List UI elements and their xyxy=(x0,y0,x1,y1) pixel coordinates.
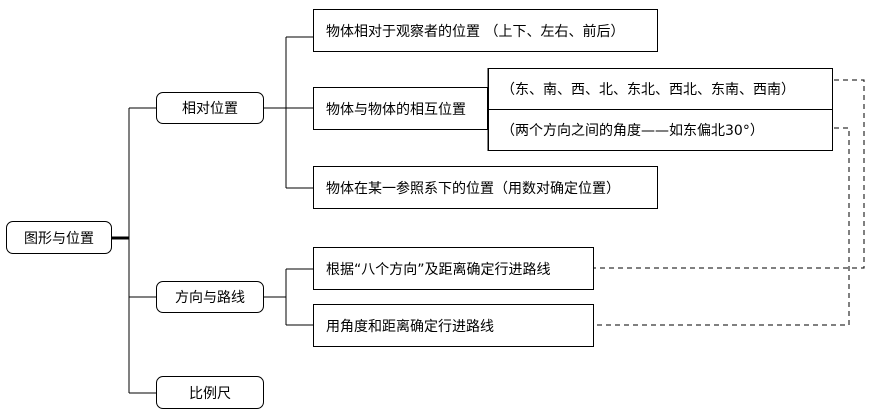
mutual-directions-text: （东、南、西、北、东北、西北、东南、西南） xyxy=(501,82,795,98)
root-node: 图形与位置 xyxy=(6,221,112,254)
reference-position-text: 物体在某一参照系下的位置（用数对确定位置） xyxy=(326,180,620,197)
mutual-angle-text: （两个方向之间的角度——如东偏北30°） xyxy=(501,123,764,139)
angle-distance-box: 用角度和距离确定行进路线 xyxy=(313,304,594,347)
dashed-link-directions xyxy=(594,79,865,269)
observer-position-box: 物体相对于观察者的位置 （上下、左右、前后） xyxy=(313,9,658,52)
dashed-link-angle xyxy=(594,127,850,326)
mutual-directions-box: （东、南、西、北、东北、西北、东南、西南） xyxy=(488,68,833,110)
relative-position-node: 相对位置 xyxy=(156,92,264,124)
direction-route-label: 方向与路线 xyxy=(175,290,245,306)
mutual-position-box: 物体与物体的相互位置 xyxy=(313,87,488,130)
relative-position-label: 相对位置 xyxy=(182,101,238,117)
angle-distance-text: 用角度和距离确定行进路线 xyxy=(326,318,494,335)
mutual-position-text: 物体与物体的相互位置 xyxy=(326,101,466,118)
scale-label: 比例尺 xyxy=(189,385,231,402)
eight-directions-text: 根据“八个方向”及距离确定行进路线 xyxy=(326,261,551,278)
direction-route-node: 方向与路线 xyxy=(156,281,264,313)
reference-position-box: 物体在某一参照系下的位置（用数对确定位置） xyxy=(313,166,658,209)
scale-node: 比例尺 xyxy=(156,376,264,409)
root-label: 图形与位置 xyxy=(24,230,94,247)
mutual-angle-box: （两个方向之间的角度——如东偏北30°） xyxy=(488,109,833,151)
observer-position-text: 物体相对于观察者的位置 （上下、左右、前后） xyxy=(326,23,625,40)
eight-directions-box: 根据“八个方向”及距离确定行进路线 xyxy=(313,247,594,290)
